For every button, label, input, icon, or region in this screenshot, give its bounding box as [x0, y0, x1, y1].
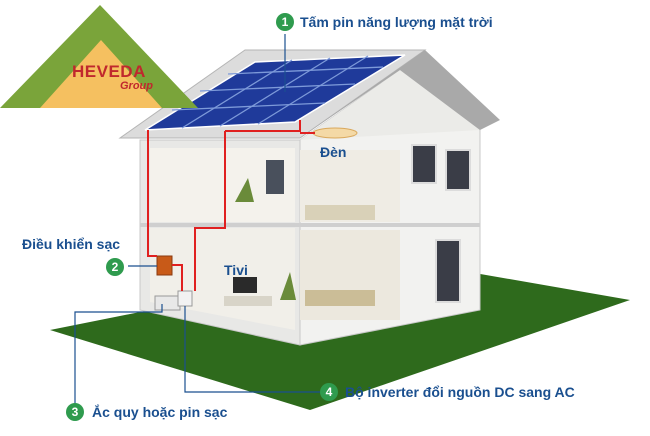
- inverter: [177, 290, 193, 307]
- logo-inner: [40, 40, 162, 108]
- callout-3-label: Ắc quy hoặc pin sạc: [92, 404, 228, 420]
- window: [445, 149, 471, 191]
- battery: [154, 295, 181, 311]
- plant: [280, 272, 296, 300]
- logo-name: HEVEDA: [72, 62, 146, 81]
- callout-3-badge: 3: [66, 403, 84, 421]
- callout-4-label: Bộ inverter đổi nguồn DC sang AC: [345, 384, 575, 400]
- bed: [305, 205, 375, 220]
- tv-screen: [233, 277, 257, 293]
- logo-subtitle: Group: [120, 80, 153, 92]
- gable: [300, 70, 480, 140]
- lamp-label: Đèn: [320, 144, 347, 160]
- tv-label: Tivi: [224, 262, 248, 278]
- tv-stand: [224, 296, 272, 306]
- callout-4-badge: 4: [320, 383, 338, 401]
- wiring: [147, 120, 315, 291]
- plant: [235, 178, 254, 202]
- ceiling-lamp: [312, 127, 358, 139]
- dining-room: [300, 230, 400, 320]
- callout-1-label: Tấm pin năng lượng mặt trời: [300, 14, 493, 30]
- window: [411, 144, 437, 184]
- callout-2-label: Điều khiển sạc: [22, 236, 121, 252]
- roof-edge: [300, 50, 500, 138]
- charge-controller: [156, 255, 173, 276]
- callout-lines: [74, 34, 320, 404]
- callout-1-badge: 1: [276, 13, 294, 31]
- window: [266, 160, 284, 194]
- upper-room: [150, 148, 295, 222]
- dining-table: [305, 290, 375, 306]
- callout-2-badge: 2: [106, 258, 124, 276]
- door: [435, 239, 461, 303]
